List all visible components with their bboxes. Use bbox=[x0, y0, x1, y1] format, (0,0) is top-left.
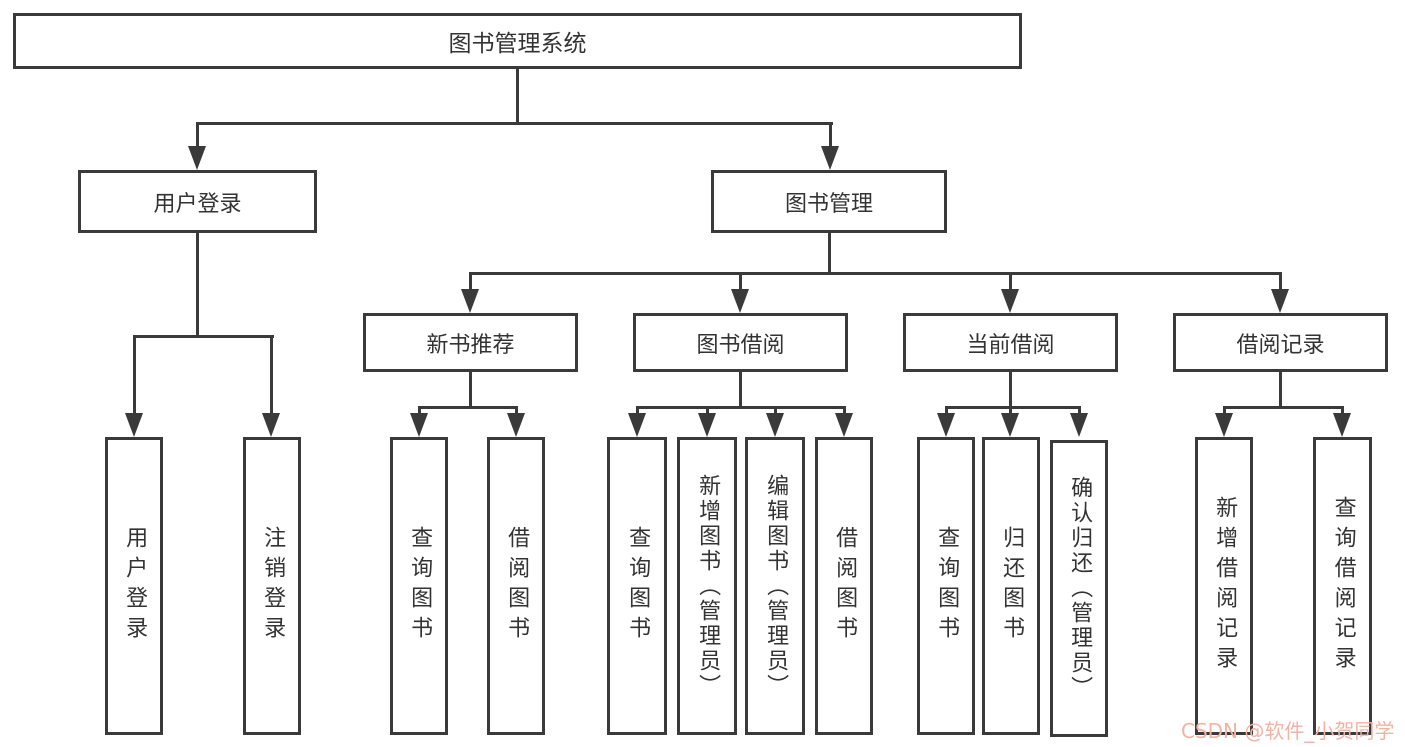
connector-hline bbox=[636, 406, 846, 409]
node-user-login-label: 用户登录 bbox=[153, 191, 242, 217]
arrow-down-icon bbox=[1333, 413, 1351, 437]
arrow-down-icon bbox=[507, 413, 525, 437]
arrow-down-icon bbox=[1271, 289, 1289, 313]
connector-vline bbox=[515, 406, 518, 415]
node-leaf-borrow-book-borrow: 借阅图书 bbox=[815, 437, 873, 735]
node-new-book-recommend: 新书推荐 bbox=[363, 313, 578, 372]
arrow-down-icon bbox=[125, 413, 143, 437]
connector-vline bbox=[636, 406, 639, 415]
node-root: 图书管理系统 bbox=[13, 13, 1022, 69]
arrow-down-icon bbox=[698, 413, 716, 437]
arrow-down-icon bbox=[262, 413, 280, 437]
arrow-down-icon bbox=[628, 413, 646, 437]
connector-vline bbox=[706, 406, 709, 415]
connector-vline bbox=[1223, 406, 1226, 415]
node-leaf-query-borrow-record: 查询借阅记录 bbox=[1313, 437, 1372, 735]
connector-vline bbox=[1009, 406, 1012, 415]
arrow-down-icon bbox=[410, 413, 428, 437]
connector-vline bbox=[1279, 372, 1282, 406]
connector-hline bbox=[196, 122, 833, 125]
node-book-management-label: 图书管理 bbox=[784, 191, 873, 217]
node-borrow-record-label: 借阅记录 bbox=[1236, 332, 1325, 358]
node-leaf-edit-book-admin: 编辑图书（管理员） bbox=[745, 437, 805, 735]
node-leaf-user-login: 用户登录 bbox=[105, 437, 163, 735]
node-leaf-query-book-newrec: 查询图书 bbox=[390, 437, 448, 735]
arrow-down-icon bbox=[731, 289, 749, 313]
connector-vline bbox=[828, 233, 831, 272]
node-book-borrow: 图书借阅 bbox=[633, 313, 848, 372]
node-leaf-add-borrow-record: 新增借阅记录 bbox=[1195, 437, 1253, 735]
node-book-management: 图书管理 bbox=[711, 170, 947, 233]
arrow-down-icon bbox=[937, 413, 955, 437]
node-root-label: 图书管理系统 bbox=[448, 31, 587, 57]
arrow-down-icon bbox=[766, 413, 784, 437]
node-book-borrow-label: 图书借阅 bbox=[696, 332, 785, 358]
node-leaf-add-book-admin: 新增图书（管理员） bbox=[677, 437, 737, 735]
connector-vline bbox=[270, 335, 273, 415]
connector-vline bbox=[774, 406, 777, 415]
node-leaf-user-login-label: 用户登录 bbox=[122, 526, 148, 646]
connector-vline bbox=[1341, 406, 1344, 415]
connector-hline bbox=[469, 272, 1282, 275]
arrow-down-icon bbox=[188, 146, 206, 170]
node-leaf-query-book-current: 查询图书 bbox=[917, 437, 975, 735]
node-current-borrow: 当前借阅 bbox=[903, 313, 1118, 372]
arrow-down-icon bbox=[461, 289, 479, 313]
node-leaf-add-borrow-record-label: 新增借阅记录 bbox=[1212, 496, 1238, 676]
arrow-down-icon bbox=[835, 413, 853, 437]
node-leaf-query-book-borrow: 查询图书 bbox=[607, 437, 667, 735]
node-leaf-logout-login: 注销登录 bbox=[243, 437, 301, 735]
connector-hline bbox=[945, 406, 1081, 409]
connector-vline bbox=[133, 335, 136, 415]
connector-vline bbox=[196, 122, 199, 149]
connector-vline bbox=[1009, 272, 1012, 291]
connector-vline bbox=[843, 406, 846, 415]
connector-hline bbox=[1223, 406, 1344, 409]
node-leaf-query-book-borrow-label: 查询图书 bbox=[625, 526, 651, 646]
connector-vline bbox=[196, 233, 199, 335]
connector-vline bbox=[516, 69, 519, 122]
connector-hline bbox=[418, 406, 518, 409]
connector-vline bbox=[418, 406, 421, 415]
node-leaf-query-book-newrec-label: 查询图书 bbox=[407, 526, 433, 646]
node-leaf-edit-book-admin-label: 编辑图书（管理员） bbox=[763, 473, 789, 699]
node-leaf-borrow-book-borrow-label: 借阅图书 bbox=[832, 526, 858, 646]
node-leaf-logout-login-label: 注销登录 bbox=[260, 526, 286, 646]
connector-vline bbox=[1078, 406, 1081, 415]
connector-vline bbox=[945, 406, 948, 415]
node-leaf-return-book: 归还图书 bbox=[982, 437, 1040, 735]
node-leaf-borrow-book-newrec-label: 借阅图书 bbox=[504, 526, 530, 646]
node-leaf-query-borrow-record-label: 查询借阅记录 bbox=[1330, 496, 1356, 676]
connector-vline bbox=[829, 122, 832, 149]
connector-vline bbox=[469, 372, 472, 406]
node-leaf-add-book-admin-label: 新增图书（管理员） bbox=[695, 473, 721, 699]
node-current-borrow-label: 当前借阅 bbox=[966, 332, 1055, 358]
arrow-down-icon bbox=[1001, 413, 1019, 437]
watermark: CSDN @软件_小贺同学 bbox=[1181, 719, 1395, 743]
node-borrow-record: 借阅记录 bbox=[1173, 313, 1388, 372]
node-leaf-borrow-book-newrec: 借阅图书 bbox=[487, 437, 545, 735]
connector-vline bbox=[1009, 372, 1012, 406]
arrow-down-icon bbox=[1215, 413, 1233, 437]
arrow-down-icon bbox=[1001, 289, 1019, 313]
node-leaf-return-book-label: 归还图书 bbox=[999, 526, 1025, 646]
connector-vline bbox=[1279, 272, 1282, 291]
arrow-down-icon bbox=[1070, 413, 1088, 437]
node-leaf-query-book-current-label: 查询图书 bbox=[934, 526, 960, 646]
connector-vline bbox=[739, 372, 742, 406]
node-leaf-confirm-return-admin-label: 确认归还（管理员） bbox=[1067, 476, 1093, 701]
connector-vline bbox=[739, 272, 742, 291]
node-new-book-recommend-label: 新书推荐 bbox=[426, 332, 515, 358]
connector-hline bbox=[133, 335, 274, 338]
arrow-down-icon bbox=[821, 146, 839, 170]
node-leaf-confirm-return-admin: 确认归还（管理员） bbox=[1050, 440, 1108, 737]
connector-vline bbox=[469, 272, 472, 291]
node-user-login: 用户登录 bbox=[78, 170, 317, 233]
